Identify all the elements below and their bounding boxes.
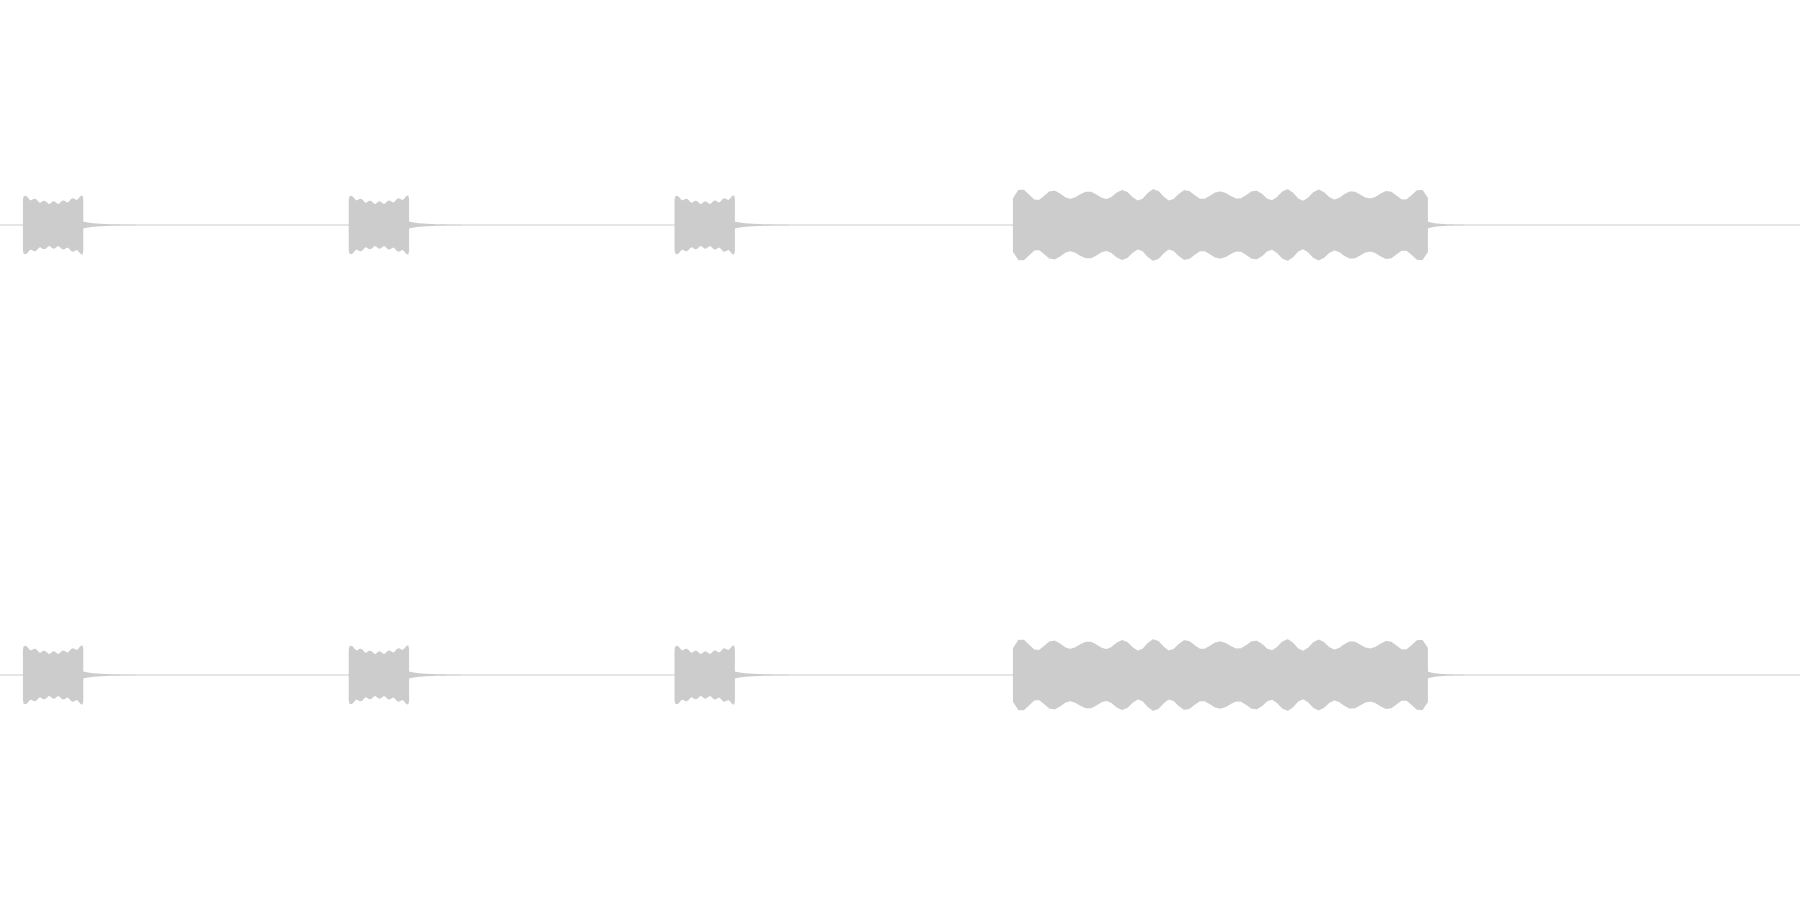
waveform-tail [1426, 221, 1464, 229]
waveform-burst [22, 195, 84, 255]
waveform-burst [1012, 639, 1428, 711]
waveform-burst [348, 195, 410, 255]
waveform-channel-1 [0, 189, 1800, 261]
waveform-tail [733, 671, 789, 679]
waveform-tail [408, 221, 462, 229]
waveform-burst [674, 195, 735, 255]
waveform-tail [1426, 671, 1464, 679]
waveform-burst [674, 645, 735, 705]
waveform-tail [408, 671, 462, 679]
waveform-tail [733, 221, 789, 229]
waveform-channel-2 [0, 639, 1800, 711]
waveform-burst [22, 645, 84, 705]
waveform-tail [82, 221, 136, 229]
waveform-tail [82, 671, 136, 679]
waveform-burst [348, 645, 410, 705]
waveform-burst [1012, 189, 1428, 261]
